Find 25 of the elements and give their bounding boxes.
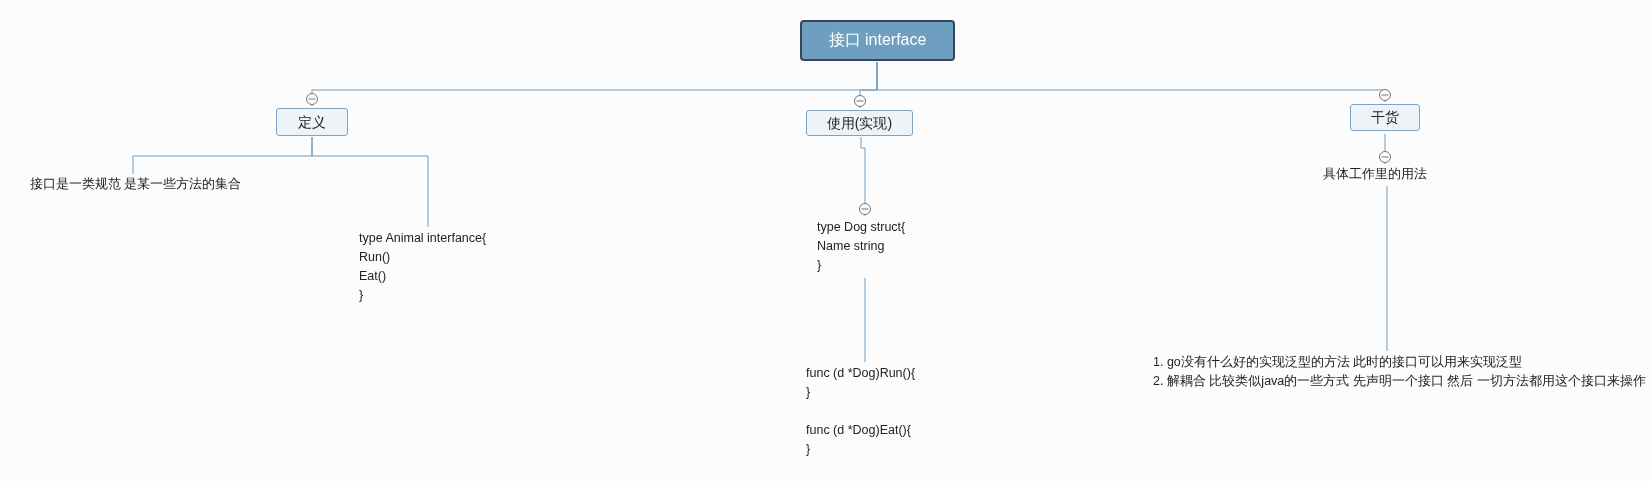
code-line: Run() (359, 249, 391, 266)
topic-box: 使用(实现) (806, 110, 913, 136)
topic-text: 接口是一类规范 是某一些方法的集合 (30, 176, 242, 193)
code-line: } (817, 257, 822, 274)
connector-line (860, 136, 866, 217)
connector-line (1384, 133, 1386, 165)
note-line: 1. go没有什么好的实现泛型的方法 此时的接口可以用来实现泛型 (1153, 354, 1523, 371)
code-line: Eat() (359, 268, 387, 285)
code-line: type Animal interfance{ (359, 230, 487, 247)
code-line: } (806, 441, 811, 458)
connector-line (864, 277, 866, 363)
connector-line (311, 136, 429, 228)
root-topic-box: 接口 interface (800, 20, 955, 61)
topic-box: 定义 (276, 108, 348, 136)
code-line: type Dog struct{ (817, 219, 906, 236)
code-line: func (d *Dog)Run(){ (806, 365, 916, 382)
code-line: Name string (817, 238, 885, 255)
note-line: 2. 解耦合 比较类似java的一些方式 先声明一个接口 然后 一切方法都用这个接口来操作 (1153, 373, 1646, 390)
connector-line (876, 61, 1386, 103)
code-line: func (d *Dog)Eat(){ (806, 422, 911, 439)
topic-box: 干货 (1350, 104, 1420, 131)
connector-line (1386, 185, 1388, 352)
topic-text: 具体工作里的用法 (1323, 166, 1427, 183)
code-line: } (359, 287, 364, 304)
code-line: } (806, 384, 811, 401)
